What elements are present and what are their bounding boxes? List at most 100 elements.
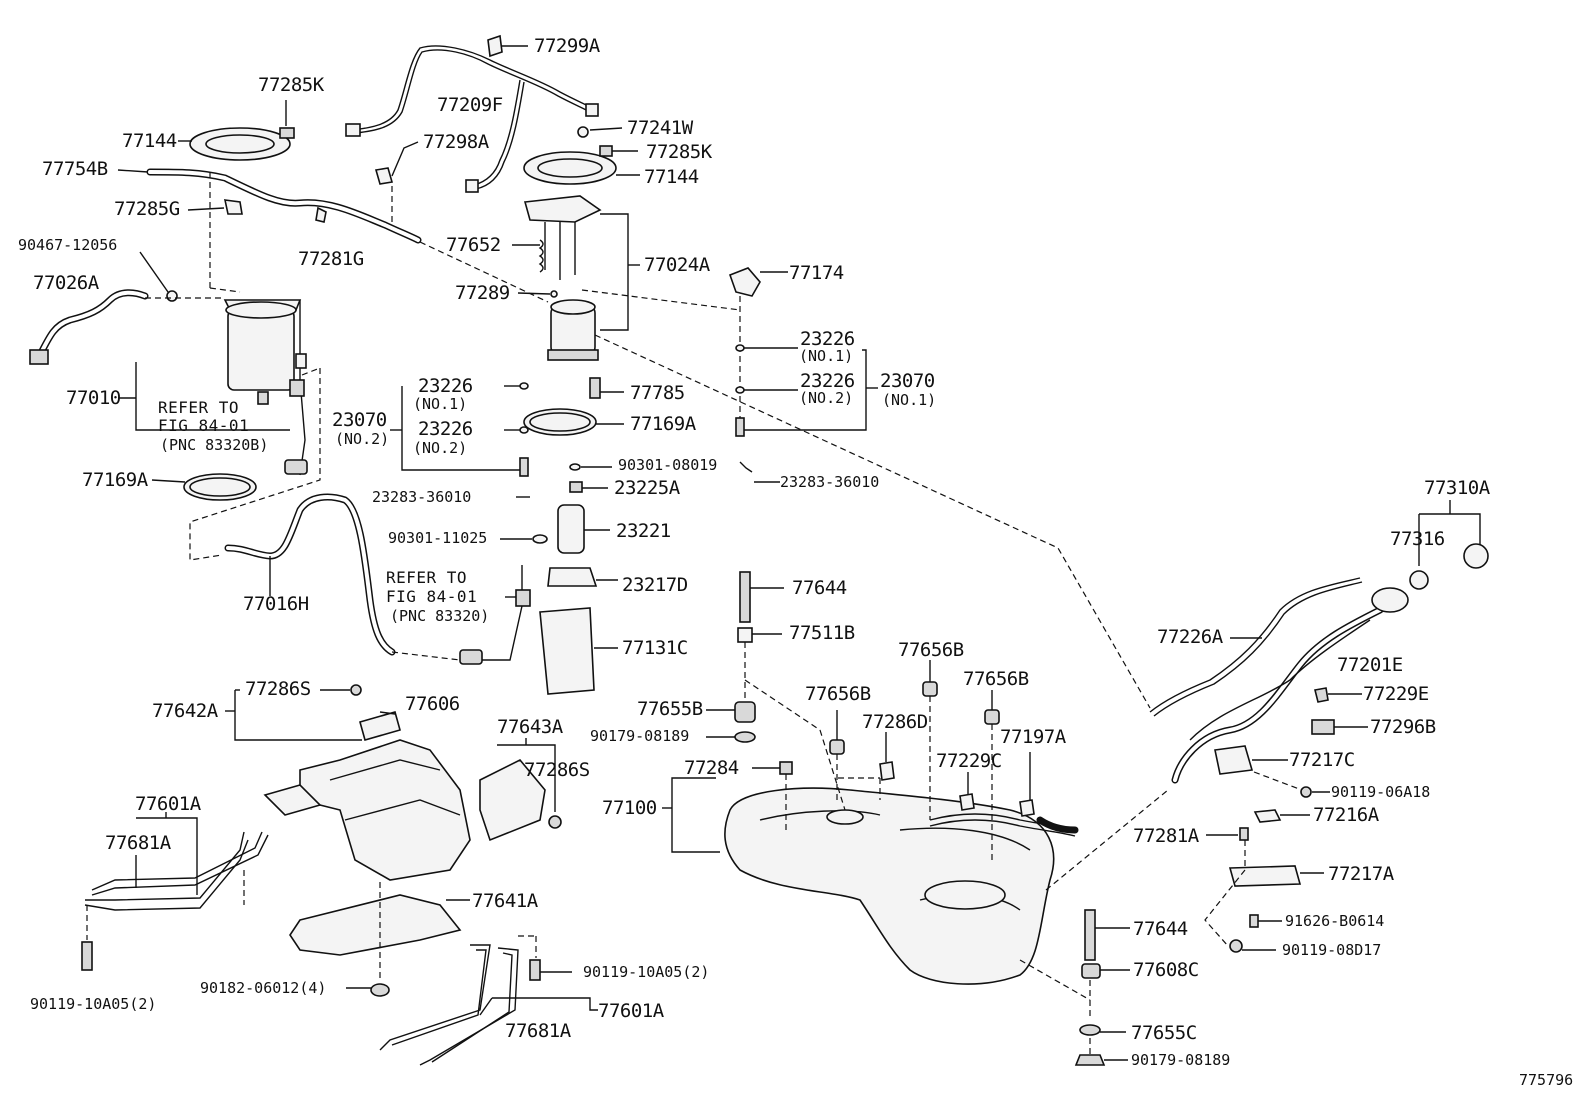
callout-77217A[interactable]: 77217A	[1328, 863, 1394, 885]
clip-77298A	[374, 167, 394, 185]
clip-77285K-right	[599, 145, 613, 157]
callout-90179-08189-right[interactable]: 90179-08189	[1131, 1051, 1231, 1069]
callout-77298A[interactable]: 77298A	[423, 131, 489, 153]
callout-77289[interactable]: 77289	[455, 282, 510, 304]
note-no2-23070: (NO.2)	[335, 430, 390, 448]
callout-77511B[interactable]: 77511B	[789, 622, 855, 644]
callout-77100[interactable]: 77100	[602, 797, 657, 819]
protector-77641A	[289, 894, 462, 956]
callout-77216A[interactable]: 77216A	[1313, 804, 1379, 826]
callout-77285K-left[interactable]: 77285K	[258, 74, 324, 96]
callout-77026A[interactable]: 77026A	[33, 272, 99, 294]
callout-90182-06012[interactable]: 90182-06012(4)	[200, 979, 327, 997]
fig-ref-center[interactable]: FIG 84-01	[386, 587, 478, 606]
callout-77169A-right[interactable]: 77169A	[630, 413, 696, 435]
callout-77754B[interactable]: 77754B	[42, 158, 108, 180]
callout-77174[interactable]: 77174	[789, 262, 844, 284]
clip-77286D	[879, 761, 895, 781]
callout-23226-no1-left[interactable]: 23226	[418, 375, 473, 397]
callout-23226-no1-right[interactable]: 23226	[800, 328, 855, 350]
callout-90301-11025[interactable]: 90301-11025	[388, 529, 488, 547]
callout-77656B-left[interactable]: 77656B	[805, 683, 871, 705]
callout-90301-08019[interactable]: 90301-08019	[618, 456, 718, 474]
callout-77286S-left[interactable]: 77286S	[245, 678, 311, 700]
callout-77241W[interactable]: 77241W	[627, 117, 693, 139]
callout-77285K-right[interactable]: 77285K	[646, 141, 712, 163]
callout-77281A[interactable]: 77281A	[1133, 825, 1199, 847]
callout-77024A[interactable]: 77024A	[644, 254, 710, 276]
callout-77201E[interactable]: 77201E	[1337, 654, 1403, 676]
callout-77229C[interactable]: 77229C	[936, 750, 1002, 772]
callout-90467-12056[interactable]: 90467-12056	[18, 236, 118, 254]
callout-77226A[interactable]: 77226A	[1157, 626, 1223, 648]
callout-23221[interactable]: 23221	[616, 520, 671, 542]
callout-77144-left[interactable]: 77144	[122, 130, 177, 152]
callout-77209F[interactable]: 77209F	[437, 94, 503, 116]
callout-77785[interactable]: 77785	[630, 382, 685, 404]
callout-23226-no2-right[interactable]: 23226	[800, 370, 855, 392]
callout-77643A[interactable]: 77643A	[497, 716, 563, 738]
callout-77642A[interactable]: 77642A	[152, 700, 218, 722]
callout-77296B[interactable]: 77296B	[1370, 716, 1436, 738]
pnc-ref-center: (PNC 83320)	[390, 607, 490, 625]
callout-23070-no1[interactable]: 23070	[880, 370, 935, 392]
callout-77655C[interactable]: 77655C	[1131, 1022, 1197, 1044]
bracket-77642A	[359, 711, 401, 741]
callout-77601A-right[interactable]: 77601A	[598, 1000, 664, 1022]
callout-77656B-right[interactable]: 77656B	[963, 668, 1029, 690]
callout-77144-right[interactable]: 77144	[644, 166, 699, 188]
refer-to-left: REFER TO	[158, 398, 240, 417]
callout-77606[interactable]: 77606	[405, 693, 460, 715]
callout-90119-10A05-right[interactable]: 90119-10A05(2)	[583, 963, 710, 981]
wire-harness-77209F	[345, 45, 599, 193]
grommet-77655B	[734, 701, 756, 723]
part-77785	[589, 377, 601, 399]
callout-90179-08189-center[interactable]: 90179-08189	[590, 727, 690, 745]
fuel-tank-77100	[724, 787, 1076, 985]
callout-77681A-right[interactable]: 77681A	[505, 1020, 571, 1042]
callout-77229E[interactable]: 77229E	[1363, 683, 1429, 705]
callout-23070-no2[interactable]: 23070	[332, 409, 387, 431]
callout-23283-36010-left[interactable]: 23283-36010	[372, 488, 472, 506]
cup-77131C	[539, 607, 595, 695]
callout-77299A[interactable]: 77299A	[534, 35, 600, 57]
callout-77644-center[interactable]: 77644	[792, 577, 847, 599]
callout-77169A-left[interactable]: 77169A	[82, 469, 148, 491]
callout-77608C[interactable]: 77608C	[1133, 959, 1199, 981]
callout-77281G[interactable]: 77281G	[298, 248, 364, 270]
callout-77644-right[interactable]: 77644	[1133, 918, 1188, 940]
callout-90119-06A18[interactable]: 90119-06A18	[1331, 783, 1431, 801]
callout-90119-10A05-left[interactable]: 90119-10A05(2)	[30, 995, 157, 1013]
callout-77010[interactable]: 77010	[66, 387, 121, 409]
callout-77285G[interactable]: 77285G	[114, 198, 180, 220]
callout-77316[interactable]: 77316	[1390, 528, 1445, 550]
fuel-cap-77310A	[1463, 543, 1489, 569]
callout-77284[interactable]: 77284	[684, 757, 739, 779]
callout-77656B-top[interactable]: 77656B	[898, 639, 964, 661]
callout-77197A[interactable]: 77197A	[1000, 726, 1066, 748]
callout-77641A[interactable]: 77641A	[472, 890, 538, 912]
bracket-77174	[728, 267, 761, 297]
note-no2-right: (NO.2)	[799, 389, 854, 407]
callout-23283-36010-right[interactable]: 23283-36010	[780, 473, 880, 491]
fuel-pump-23221	[557, 504, 585, 554]
callout-77652[interactable]: 77652	[446, 234, 501, 256]
callout-77310A[interactable]: 77310A	[1424, 477, 1490, 499]
bracket-77217C	[1214, 745, 1254, 775]
fig-ref-left[interactable]: FIG 84-01	[158, 416, 250, 435]
callout-23225A[interactable]: 23225A	[614, 477, 680, 499]
clip-77281A	[1239, 827, 1249, 841]
callout-77016H[interactable]: 77016H	[243, 593, 309, 615]
callout-91626-B0614[interactable]: 91626-B0614	[1285, 912, 1385, 930]
callout-77601A-left[interactable]: 77601A	[135, 793, 201, 815]
callout-77681A-left[interactable]: 77681A	[105, 832, 171, 854]
callout-90119-08D17[interactable]: 90119-08D17	[1282, 941, 1382, 959]
fuel-sender-assembly-77010	[223, 299, 308, 476]
callout-77286D[interactable]: 77286D	[862, 711, 928, 733]
callout-77655B[interactable]: 77655B	[637, 698, 703, 720]
callout-77217C[interactable]: 77217C	[1289, 749, 1355, 771]
callout-23217D[interactable]: 23217D	[622, 574, 688, 596]
callout-23226-no2-left[interactable]: 23226	[418, 418, 473, 440]
callout-77131C[interactable]: 77131C	[622, 637, 688, 659]
callout-77286S-right[interactable]: 77286S	[524, 759, 590, 781]
